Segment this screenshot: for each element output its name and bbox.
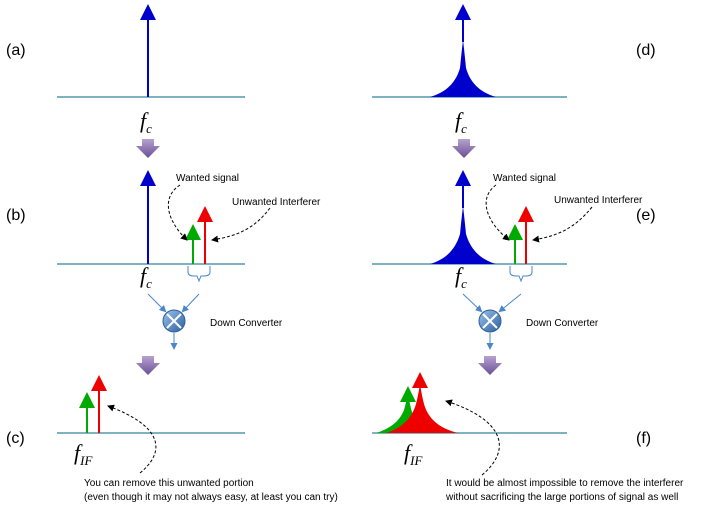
interferer-pointer-b [211, 207, 271, 243]
note-right-line1: It would be almost impossible to remove … [446, 478, 684, 489]
mixer-lo-line [181, 293, 200, 313]
brace-b [187, 266, 211, 283]
panel-label-b: (b) [6, 207, 26, 224]
fc-label-d: fc [455, 108, 467, 136]
panel-label-e: (e) [636, 207, 656, 224]
note-right-line2: without sacrificing the large portions o… [445, 492, 678, 503]
mixer-cross-icon [166, 313, 182, 329]
fc-label-e: fc [455, 263, 467, 291]
panel-label-a: (a) [6, 42, 26, 59]
fc-label-a: fc [140, 108, 152, 136]
mixer-input-line [462, 293, 483, 313]
note-pointer-right [445, 399, 500, 476]
note-pointer-left [107, 404, 157, 474]
mixer-lo-line [498, 293, 522, 313]
mixer-input-line [147, 293, 167, 313]
wanted-label-b: Wanted signal [176, 173, 239, 184]
fif-label-f: fIF [404, 440, 423, 468]
wanted-pointer-b [167, 184, 188, 241]
interferer-label-e: Unwanted Interferer [554, 195, 643, 206]
spread-carrier-e [430, 206, 496, 264]
panel-label-c: (c) [6, 430, 25, 447]
spread-interferer-f [386, 384, 458, 433]
fif-label-c: fIF [74, 440, 93, 468]
panel-label-d: (d) [636, 42, 656, 59]
spread-wanted-f [376, 394, 444, 433]
down-arrow-icon [452, 139, 476, 158]
wanted-label-e: Wanted signal [493, 173, 556, 184]
interferer-pointer-e [532, 206, 593, 243]
panel-label-f: (f) [636, 430, 651, 447]
down-arrow-icon [136, 139, 160, 158]
wanted-pointer-e [485, 184, 510, 241]
mixer-cross-icon [482, 313, 498, 329]
down-arrow-icon [478, 356, 502, 375]
down-converter-label-right: Down Converter [526, 318, 599, 329]
note-left-line2: (even though it may not always easy, at … [84, 492, 338, 503]
spread-carrier-d [430, 40, 496, 97]
down-converter-label-left: Down Converter [210, 318, 283, 329]
fc-label-b: fc [140, 263, 152, 291]
brace-e [509, 266, 533, 283]
note-left-line1: You can remove this unwanted portion [84, 478, 254, 489]
down-arrow-icon [136, 356, 160, 375]
interferer-label-b: Unwanted Interferer [232, 197, 321, 208]
